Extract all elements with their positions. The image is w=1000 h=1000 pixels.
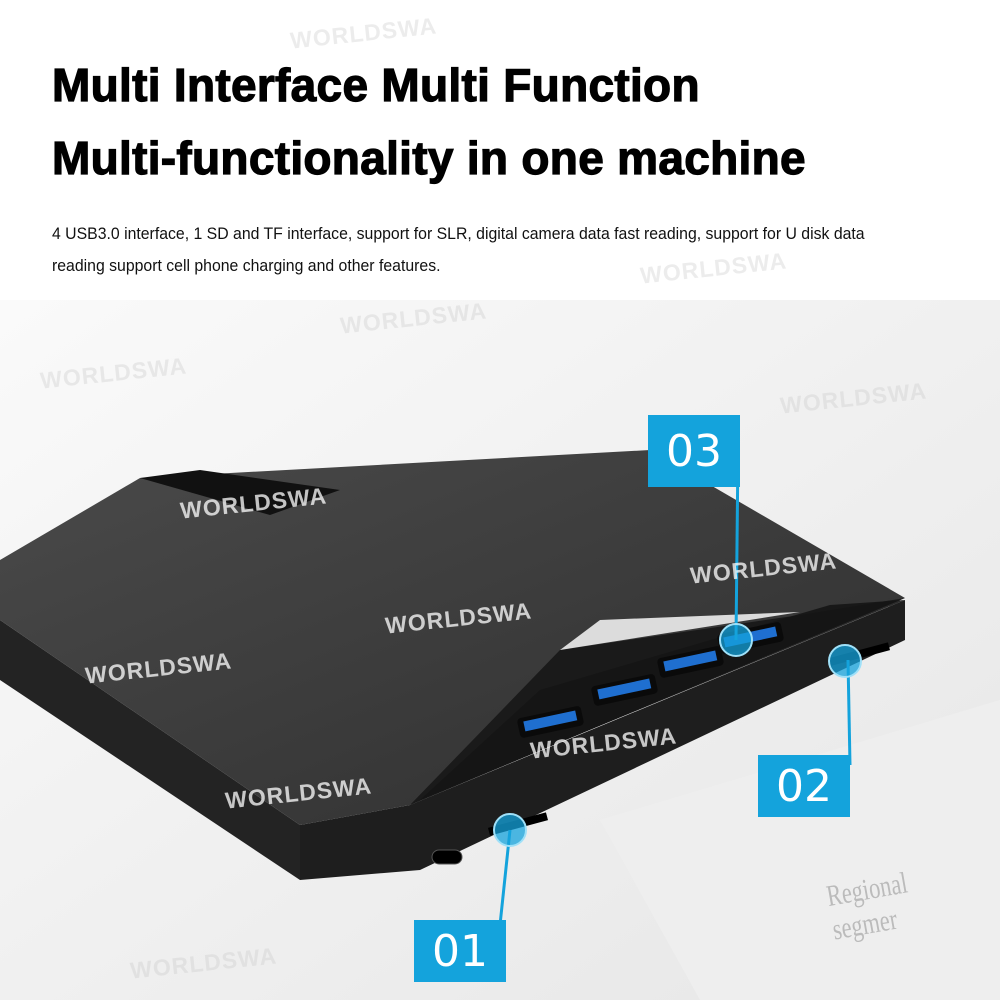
- usb-c-port: [431, 849, 463, 865]
- callout-label-01: 01: [414, 920, 506, 982]
- callout-marker-03: [719, 623, 753, 657]
- heading-line-1: Multi Interface Multi Function: [51, 58, 700, 111]
- feature-description: 4 USB3.0 interface, 1 SD and TF interfac…: [52, 224, 865, 275]
- callout-marker-01: [493, 813, 527, 847]
- callout-label-02: 02: [758, 755, 850, 817]
- callout-label-03: 03: [648, 415, 740, 487]
- usb-hub-device: [0, 450, 905, 880]
- heading-line-2: Multi-functionality in one machine: [51, 131, 806, 184]
- callout-marker-02: [828, 644, 862, 678]
